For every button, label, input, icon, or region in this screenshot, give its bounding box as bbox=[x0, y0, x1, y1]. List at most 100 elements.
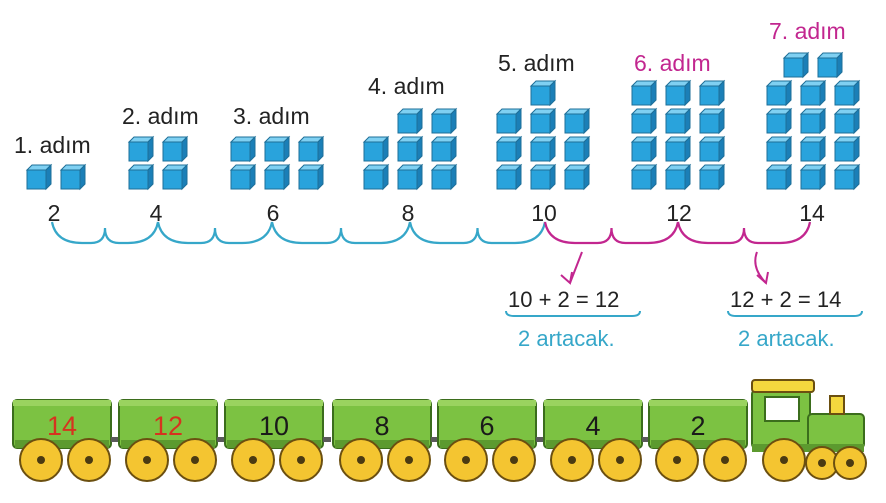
cube bbox=[833, 79, 861, 107]
cube bbox=[630, 79, 658, 107]
step-label-5: 5. adım bbox=[498, 50, 575, 76]
brace-4-6 bbox=[156, 221, 274, 245]
cube bbox=[495, 135, 523, 163]
cube bbox=[161, 163, 189, 191]
cube bbox=[563, 163, 591, 191]
cube bbox=[529, 135, 557, 163]
equation-1: 10 + 2 = 12 bbox=[508, 287, 620, 312]
cube bbox=[664, 135, 692, 163]
braces bbox=[50, 221, 863, 317]
cube bbox=[297, 135, 325, 163]
wagon-number-7: 2 bbox=[690, 411, 705, 441]
cube bbox=[430, 163, 458, 191]
cube bbox=[833, 163, 861, 191]
wheel bbox=[444, 438, 488, 482]
cube bbox=[430, 135, 458, 163]
cube bbox=[396, 163, 424, 191]
cube bbox=[698, 107, 726, 135]
equation-note-1: 2 artacak. bbox=[518, 326, 615, 351]
brace-2-4 bbox=[50, 221, 160, 245]
wheel bbox=[598, 438, 642, 482]
equation-bracket-1 bbox=[505, 310, 641, 317]
step-value-2: 4 bbox=[149, 200, 163, 226]
cube bbox=[664, 107, 692, 135]
brace-10-12 bbox=[543, 221, 680, 245]
cube bbox=[161, 135, 189, 163]
cube bbox=[127, 163, 155, 191]
cube bbox=[816, 51, 844, 79]
cube bbox=[664, 163, 692, 191]
cube bbox=[782, 51, 810, 79]
wheel bbox=[125, 438, 169, 482]
cube bbox=[765, 107, 793, 135]
cube bbox=[430, 107, 458, 135]
wheel bbox=[387, 438, 431, 482]
wagon-6: 4 bbox=[543, 399, 650, 482]
locomotive bbox=[751, 379, 867, 482]
cube-stacks bbox=[25, 51, 861, 191]
step-label-1: 1. adım bbox=[14, 132, 91, 158]
wagon-4: 8 bbox=[332, 399, 439, 482]
wheel bbox=[339, 438, 383, 482]
cube bbox=[529, 79, 557, 107]
step-label-2: 2. adım bbox=[122, 103, 199, 129]
brace-8-10 bbox=[408, 221, 547, 245]
wheel bbox=[231, 438, 275, 482]
cube bbox=[396, 135, 424, 163]
cube bbox=[799, 135, 827, 163]
cube bbox=[698, 135, 726, 163]
wagon-number-1: 14 bbox=[47, 411, 77, 441]
cube bbox=[799, 163, 827, 191]
cube bbox=[362, 163, 390, 191]
wagon-number-3: 10 bbox=[259, 411, 289, 441]
wheel bbox=[67, 438, 111, 482]
wagon-3: 10 bbox=[224, 399, 331, 482]
cube bbox=[799, 79, 827, 107]
cube bbox=[630, 135, 658, 163]
brace-6-8 bbox=[270, 221, 412, 245]
cube bbox=[833, 135, 861, 163]
cube bbox=[229, 135, 257, 163]
equation-bracket-2 bbox=[727, 310, 863, 317]
step-value-7: 14 bbox=[799, 200, 825, 226]
step-label-7: 7. adım bbox=[769, 18, 846, 44]
cube bbox=[25, 163, 53, 191]
wheel bbox=[279, 438, 323, 482]
wagon-number-5: 6 bbox=[479, 411, 494, 441]
step-value-4: 8 bbox=[401, 200, 415, 226]
step-label-6: 6. adım bbox=[634, 50, 711, 76]
cube bbox=[664, 79, 692, 107]
step-value-3: 6 bbox=[266, 200, 280, 226]
cube bbox=[396, 107, 424, 135]
cube bbox=[630, 107, 658, 135]
wheel bbox=[703, 438, 747, 482]
wheel bbox=[492, 438, 536, 482]
cube bbox=[263, 135, 291, 163]
step-label-3: 3. adım bbox=[233, 103, 310, 129]
cube bbox=[229, 163, 257, 191]
cube bbox=[495, 107, 523, 135]
cube bbox=[799, 107, 827, 135]
step-label-4: 4. adım bbox=[368, 73, 445, 99]
wheel bbox=[550, 438, 594, 482]
step-value-1: 2 bbox=[47, 200, 61, 226]
cube bbox=[495, 163, 523, 191]
wagon-1: 14 bbox=[12, 399, 119, 482]
cube bbox=[563, 135, 591, 163]
cube bbox=[59, 163, 87, 191]
brace-12-14 bbox=[676, 221, 812, 245]
wagon-7: 2 bbox=[648, 399, 748, 482]
cube bbox=[765, 135, 793, 163]
wagon-2: 12 bbox=[118, 399, 225, 482]
cube bbox=[765, 163, 793, 191]
equation-2: 12 + 2 = 14 bbox=[730, 287, 842, 312]
cube bbox=[833, 107, 861, 135]
cube bbox=[362, 135, 390, 163]
step-value-6: 12 bbox=[666, 200, 692, 226]
cube bbox=[765, 79, 793, 107]
cube bbox=[263, 163, 291, 191]
cube bbox=[698, 163, 726, 191]
cube bbox=[529, 163, 557, 191]
wheel bbox=[173, 438, 217, 482]
